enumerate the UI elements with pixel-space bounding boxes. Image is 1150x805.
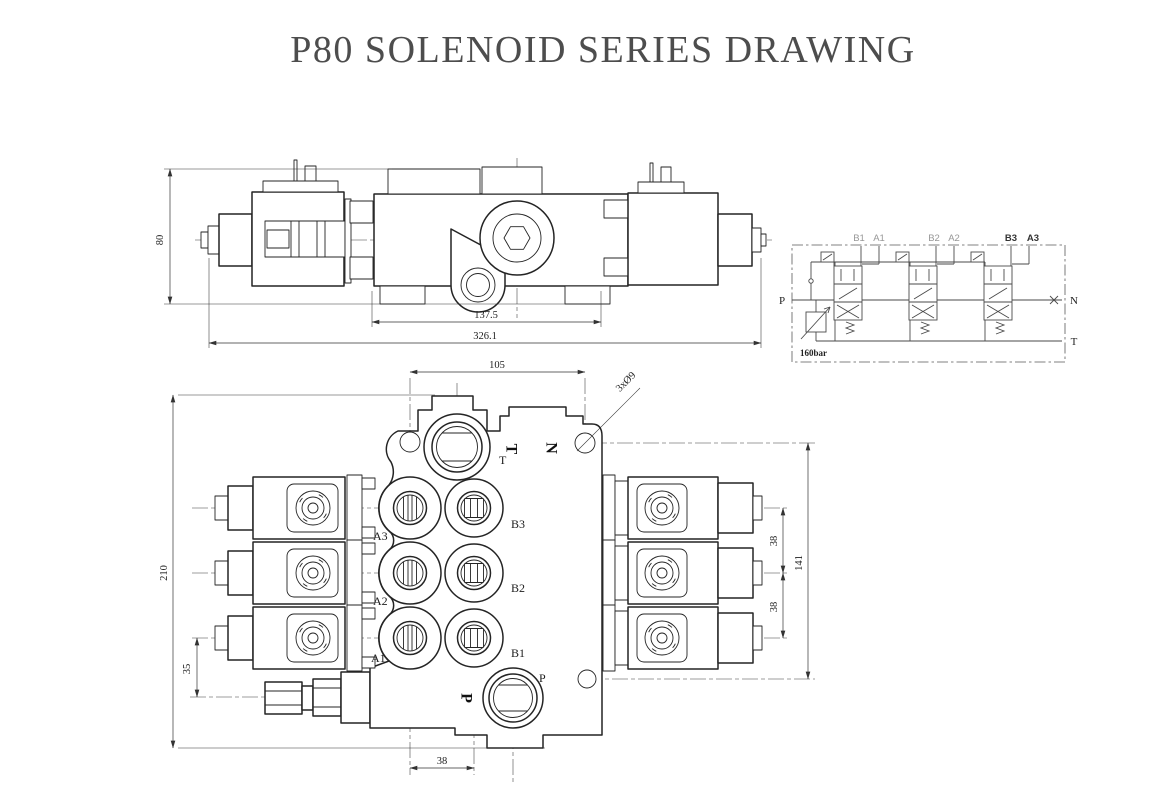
dim-105: 105 — [489, 360, 505, 371]
solenoid-right-3 — [602, 474, 763, 542]
solenoid-right-2 — [602, 539, 763, 607]
foot-right — [564, 285, 611, 305]
left-pin — [293, 159, 298, 182]
foot-left — [379, 285, 426, 305]
dim-38-lower: 38 — [769, 602, 780, 613]
right-pin — [649, 162, 654, 183]
dim-35: 35 — [182, 664, 193, 675]
right-pin2 — [660, 166, 672, 183]
cast-letter-t: T — [502, 444, 519, 455]
side-adapter — [344, 198, 374, 284]
side-left-solenoid — [200, 159, 346, 287]
label-n: N — [1070, 295, 1078, 307]
label-a2: A2 — [948, 233, 960, 244]
side-view: 80 137.5 326.1 — [155, 158, 772, 348]
cast-letter-n: N — [542, 442, 559, 454]
mount-hole-top-left — [399, 431, 421, 453]
port-label-p: P — [539, 671, 546, 685]
dim-38-upper: 38 — [769, 536, 780, 547]
side-valve-body — [373, 166, 629, 313]
port-b3 — [456, 490, 492, 526]
right-connector — [637, 181, 685, 194]
inlet-fitting — [264, 671, 371, 724]
port-label-a3: A3 — [373, 529, 388, 543]
dim-38-bottom: 38 — [437, 756, 448, 767]
relief-valve-symbol — [800, 300, 831, 341]
schematic-border — [791, 244, 1066, 363]
left-connector — [262, 180, 339, 193]
port-a2 — [392, 555, 428, 591]
dim-210: 210 — [159, 565, 170, 581]
port-label-t: T — [499, 453, 507, 467]
front-view: 3xØ9 T N P A3 A2 A1 B3 B2 B1 T P 105 210… — [159, 360, 815, 782]
schematic-valve-3 — [970, 245, 1030, 342]
port-a1 — [392, 620, 428, 656]
port-b2 — [456, 555, 492, 591]
hole-leader-line — [576, 387, 641, 452]
dim-137-5: 137.5 — [474, 310, 498, 321]
n-port-marker — [1049, 295, 1059, 305]
left-pin2 — [304, 165, 317, 182]
p-port — [488, 673, 538, 723]
solenoid-left-2 — [214, 539, 376, 607]
schematic-valve-2 — [895, 245, 955, 342]
mount-hole-bottom-right — [577, 669, 597, 689]
side-view-dimensions: 80 137.5 326.1 — [155, 168, 762, 348]
t-port — [431, 421, 483, 473]
label-b1: B1 — [853, 233, 865, 244]
front-view-dimensions: 105 210 35 38 38 141 38 — [159, 360, 811, 771]
relief-setting-label: 160bar — [800, 348, 827, 358]
port-label-b3: B3 — [511, 517, 525, 531]
label-t: T — [1071, 336, 1078, 348]
hole-note: 3xØ9 — [614, 370, 638, 394]
label-p: P — [779, 295, 785, 307]
solenoid-left-1 — [214, 604, 376, 672]
label-b2: B2 — [928, 233, 940, 244]
solenoid-right-1 — [602, 604, 763, 672]
side-right-solenoid — [603, 162, 767, 286]
label-a3: A3 — [1027, 233, 1039, 244]
dim-326-1: 326.1 — [473, 331, 497, 342]
hydraulic-schematic: 160bar B1 A1 B2 A2 B3 A3 P N T — [779, 233, 1078, 363]
port-label-a1: A1 — [371, 651, 386, 665]
label-b3: B3 — [1005, 233, 1017, 244]
schematic-valve-1 — [820, 245, 880, 342]
port-a3 — [392, 490, 428, 526]
hex-socket-icon — [503, 226, 531, 250]
node-dot — [808, 278, 814, 284]
port-label-b2: B2 — [511, 581, 525, 595]
drawing-title: P80 SOLENOID SERIES DRAWING — [290, 29, 915, 71]
port-label-a2: A2 — [373, 594, 388, 608]
port-label-b1: B1 — [511, 646, 525, 660]
port-b1 — [456, 620, 492, 656]
label-a1: A1 — [873, 233, 885, 244]
dim-80: 80 — [155, 235, 166, 246]
cast-letter-p: P — [457, 693, 474, 703]
solenoid-left-3 — [214, 474, 376, 542]
dim-141: 141 — [794, 555, 805, 571]
